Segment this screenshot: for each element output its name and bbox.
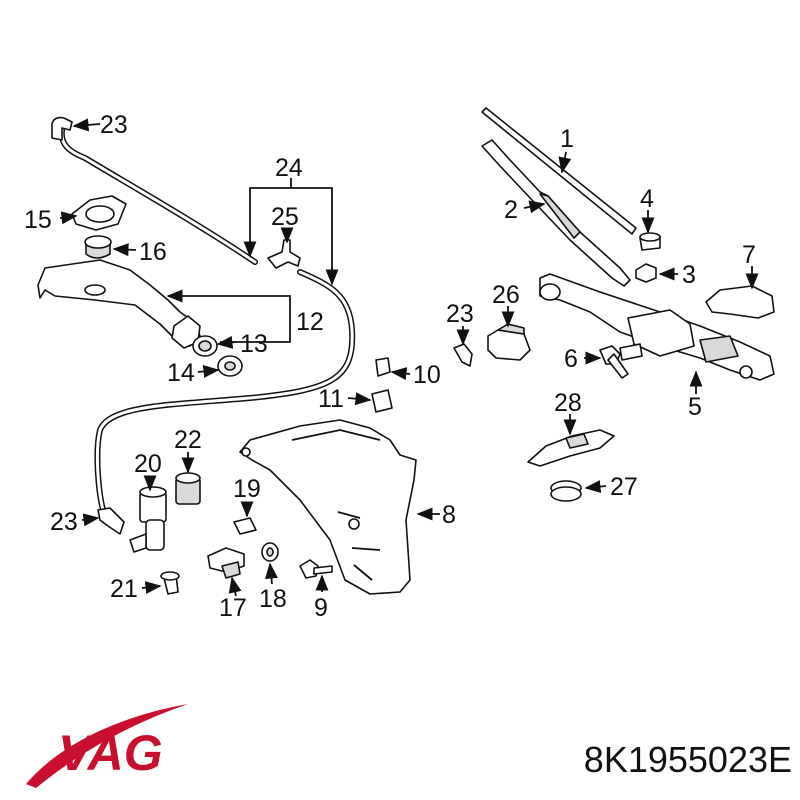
callout-7: 7 <box>742 241 756 269</box>
lower-grommet <box>160 571 180 595</box>
wiper-arm <box>481 139 631 287</box>
callout-16: 16 <box>139 238 167 266</box>
callout-21: 21 <box>110 575 138 603</box>
tank-grommet <box>217 355 243 377</box>
pump-grommet <box>175 472 201 505</box>
callout-24: 24 <box>275 154 303 182</box>
callout-12: 12 <box>296 308 324 336</box>
brand-logo: VAG <box>26 704 188 788</box>
hose-y-connector <box>267 239 301 269</box>
callout-26: 26 <box>492 281 520 309</box>
washer-filler-neck <box>37 259 201 349</box>
tank-bushing-lower <box>371 389 393 413</box>
linkage-bolt <box>599 345 629 379</box>
callout-15: 15 <box>24 206 52 234</box>
wiper-linkage-and-motor <box>539 273 775 381</box>
callout-20: 20 <box>134 450 162 478</box>
callout-11: 11 <box>318 385 344 413</box>
callout-17: 17 <box>219 594 247 622</box>
washer-jet-nozzle <box>487 323 531 361</box>
callout-23-top: 23 <box>100 111 128 139</box>
callout-27: 27 <box>610 473 638 501</box>
callout-9: 9 <box>314 594 328 622</box>
callout-23-right: 23 <box>446 300 474 328</box>
sensor-seal <box>261 542 279 562</box>
wiper-arm-cap <box>639 232 661 251</box>
hose-elbow-connector-lower <box>97 507 125 535</box>
washer-fluid-reservoir <box>239 419 417 595</box>
callout-3: 3 <box>682 261 696 289</box>
brand-name: VAG <box>58 725 163 781</box>
part-number: 8K1955023E <box>584 739 792 780</box>
callout-18: 18 <box>259 585 287 613</box>
callout-10: 10 <box>413 361 441 389</box>
callout-19: 19 <box>233 475 261 503</box>
callout-14: 14 <box>167 359 195 387</box>
tank-bushing-upper <box>375 357 391 377</box>
fluid-level-sensor <box>207 547 245 579</box>
washer-hose-right <box>94 269 356 513</box>
wiper-motor-bracket <box>705 285 775 319</box>
callout-8: 8 <box>442 501 456 529</box>
hose-elbow-connector-right <box>453 343 473 367</box>
callout-labels: 23 24 25 15 16 12 13 14 10 11 22 20 19 8… <box>24 111 756 622</box>
reservoir-bolt <box>299 559 333 579</box>
hose-elbow-connector-top <box>51 116 73 141</box>
wiper-arm-nut <box>635 263 657 283</box>
callout-28: 28 <box>554 389 582 417</box>
callout-6: 6 <box>564 345 578 373</box>
callout-4: 4 <box>640 185 654 213</box>
callout-22: 22 <box>174 426 202 454</box>
washer-pump <box>129 486 167 553</box>
level-sensor-plug <box>233 517 257 535</box>
brand-swoosh <box>26 704 188 788</box>
mounting-bracket <box>527 429 615 467</box>
washer-nozzle-cover <box>71 195 127 231</box>
filler-neck-bushing <box>84 235 112 259</box>
callout-5: 5 <box>688 393 702 421</box>
leader-lines <box>59 118 759 597</box>
callout-23-lower: 23 <box>50 508 78 536</box>
callout-2: 2 <box>504 196 518 224</box>
callout-1: 1 <box>560 125 574 153</box>
callout-25: 25 <box>271 203 299 231</box>
filler-neck-o-ring <box>192 335 218 357</box>
cover-cap <box>550 480 582 502</box>
washer-hose-left <box>58 127 258 265</box>
callout-13: 13 <box>240 330 268 358</box>
